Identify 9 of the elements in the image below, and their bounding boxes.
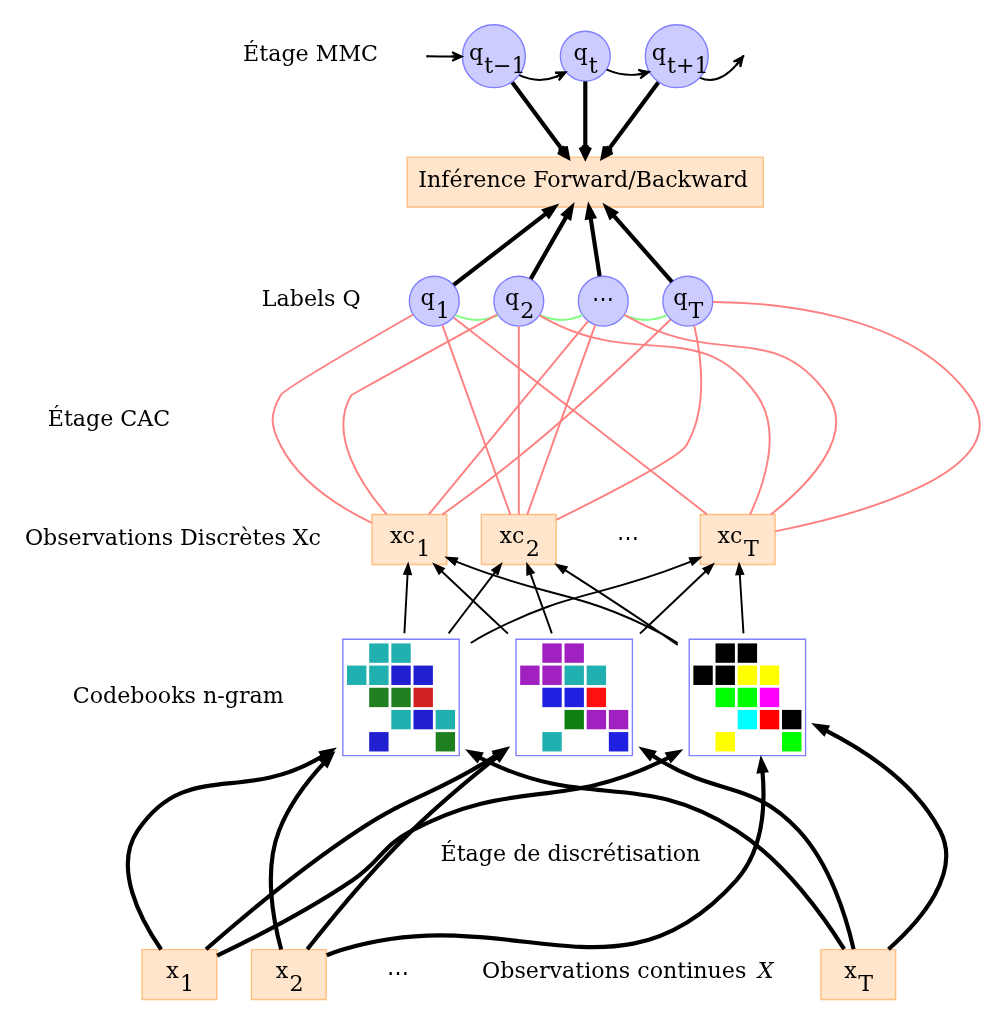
label: Labels Q: [261, 285, 361, 312]
label: Codebooks n-gram: [72, 681, 284, 708]
label: Étage MMC: [243, 40, 379, 67]
label: ⋯: [387, 958, 410, 985]
label: Étage CAC: [47, 404, 171, 431]
label: Observations continues X: [482, 957, 774, 984]
label: Observations Discrètes Xc: [24, 523, 321, 550]
label: Étage de discrétisation: [440, 839, 701, 866]
label: ⋯: [617, 523, 640, 550]
